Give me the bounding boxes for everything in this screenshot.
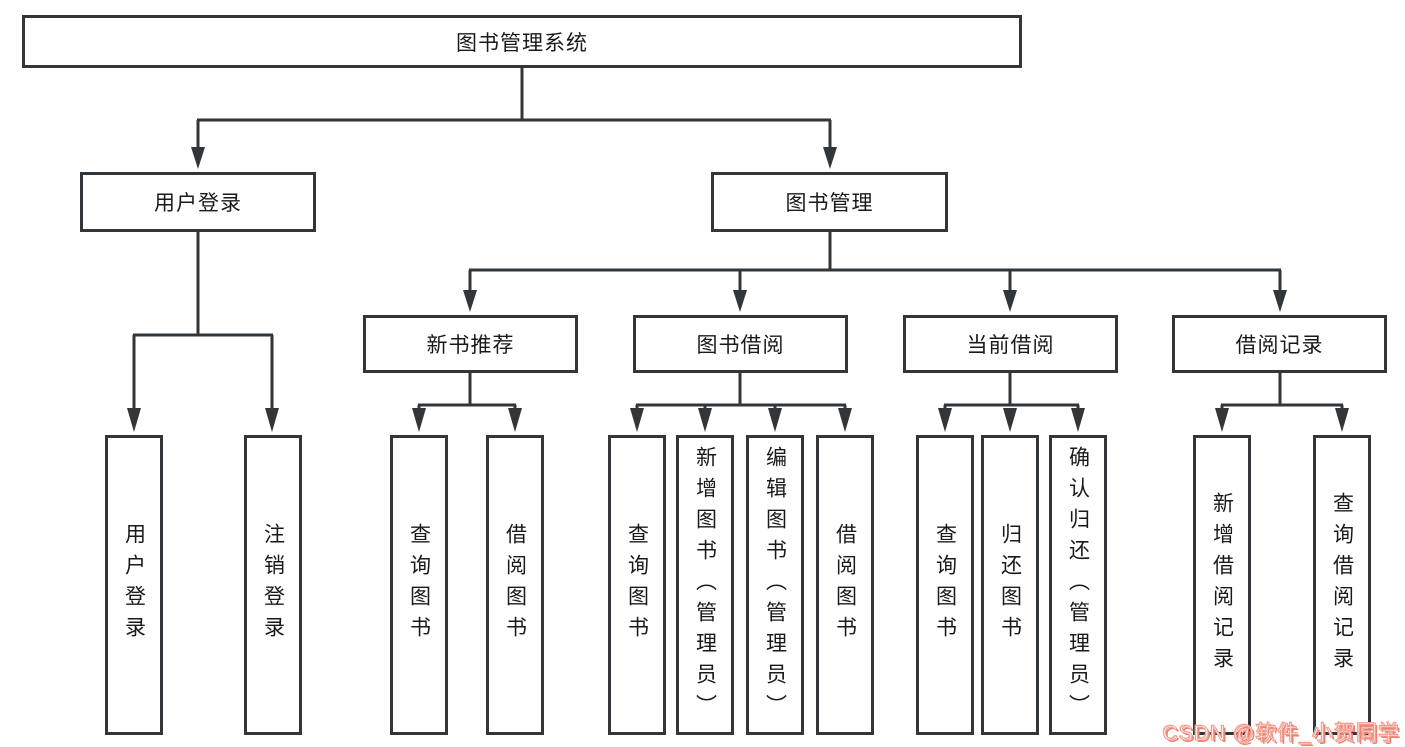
csdn-watermark: CSDN @软件_小贺同学: [1162, 722, 1400, 746]
node-book-borrowing: 图书借阅: [633, 315, 848, 373]
leaf-logout: 注销登录: [244, 435, 302, 735]
leaf-add-book-admin: 新增图书（管理员）: [676, 435, 734, 735]
connector-currentborrow-to-leaves: [943, 373, 1080, 412]
connector-root-to-level2: [196, 68, 832, 150]
connector-userlogin-to-leaves: [132, 232, 274, 412]
leaf-edit-book-admin: 编辑图书（管理员）: [746, 435, 804, 735]
leaf-query-books-recommend: 查询图书: [390, 435, 448, 735]
leaf-return-books: 归还图书: [981, 435, 1039, 735]
leaf-add-borrow-record: 新增借阅记录: [1193, 435, 1251, 735]
arrowheads: [127, 147, 1349, 432]
leaf-query-borrow-record: 查询借阅记录: [1313, 435, 1371, 735]
node-root-system: 图书管理系统: [22, 15, 1022, 68]
node-current-borrowing: 当前借阅: [903, 315, 1118, 373]
node-new-book-recommend: 新书推荐: [363, 315, 578, 373]
leaf-user-login: 用户登录: [105, 435, 163, 735]
connector-newbooks-to-leaves: [417, 373, 517, 412]
connector-bookborrow-to-leaves: [635, 373, 847, 412]
connector-records-to-leaves: [1220, 373, 1344, 412]
connector-bookmgmt-to-level3: [468, 232, 1282, 293]
leaf-borrow-books-borrow: 借阅图书: [816, 435, 874, 735]
leaf-borrow-books-recommend: 借阅图书: [486, 435, 544, 735]
node-user-login: 用户登录: [80, 172, 316, 232]
leaf-query-books-current: 查询图书: [916, 435, 974, 735]
node-borrowing-records: 借阅记录: [1172, 315, 1387, 373]
leaf-query-books-borrow: 查询图书: [608, 435, 666, 735]
leaf-confirm-return-admin: 确认归还（管理员）: [1049, 435, 1107, 735]
node-book-management: 图书管理: [711, 172, 948, 232]
